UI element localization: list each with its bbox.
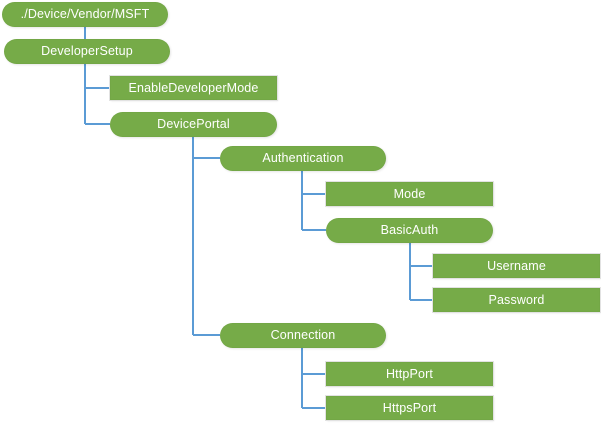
connector-basicauth-to-username <box>409 243 433 267</box>
node-label-basicauth: BasicAuth <box>380 223 439 238</box>
node-label-mode: Mode <box>393 186 426 201</box>
node-label-devsetup: DeveloperSetup <box>41 44 133 59</box>
node-httpsport[interactable]: HttpsPort <box>326 396 493 420</box>
connector-devsetup-to-enabledevmode <box>84 64 110 89</box>
connector-devsetup-to-deviceportal <box>84 64 110 125</box>
node-root[interactable]: ./Device/Vendor/MSFT <box>2 2 168 27</box>
connector-connection-to-httpsport <box>301 348 326 409</box>
node-label-enabledevmode: EnableDeveloperMode <box>128 80 259 95</box>
node-basicauth[interactable]: BasicAuth <box>326 218 493 243</box>
node-deviceportal[interactable]: DevicePortal <box>110 112 277 137</box>
node-label-root: ./Device/Vendor/MSFT <box>20 7 150 22</box>
connector-authentication-to-mode <box>301 171 326 195</box>
connector-basicauth-to-password <box>409 243 433 301</box>
node-username[interactable]: Username <box>433 254 600 278</box>
connector-deviceportal-to-connection <box>192 137 220 336</box>
node-mode[interactable]: Mode <box>326 182 493 206</box>
connector-authentication-to-basicauth <box>301 171 326 231</box>
connector-connection-to-httpport <box>301 348 326 375</box>
node-enabledevmode[interactable]: EnableDeveloperMode <box>110 76 277 100</box>
node-label-password: Password <box>488 292 545 307</box>
node-label-username: Username <box>487 258 546 273</box>
node-devsetup[interactable]: DeveloperSetup <box>4 39 170 64</box>
node-label-connection: Connection <box>270 328 336 343</box>
node-connection[interactable]: Connection <box>220 323 386 348</box>
connector-deviceportal-to-authentication <box>192 137 220 159</box>
node-label-httpport: HttpPort <box>385 366 434 381</box>
node-label-httpsport: HttpsPort <box>382 400 437 415</box>
node-authentication[interactable]: Authentication <box>220 146 386 171</box>
node-httpport[interactable]: HttpPort <box>326 362 493 386</box>
node-password[interactable]: Password <box>433 288 600 312</box>
node-label-deviceportal: DevicePortal <box>157 117 230 132</box>
node-label-authentication: Authentication <box>262 151 344 166</box>
